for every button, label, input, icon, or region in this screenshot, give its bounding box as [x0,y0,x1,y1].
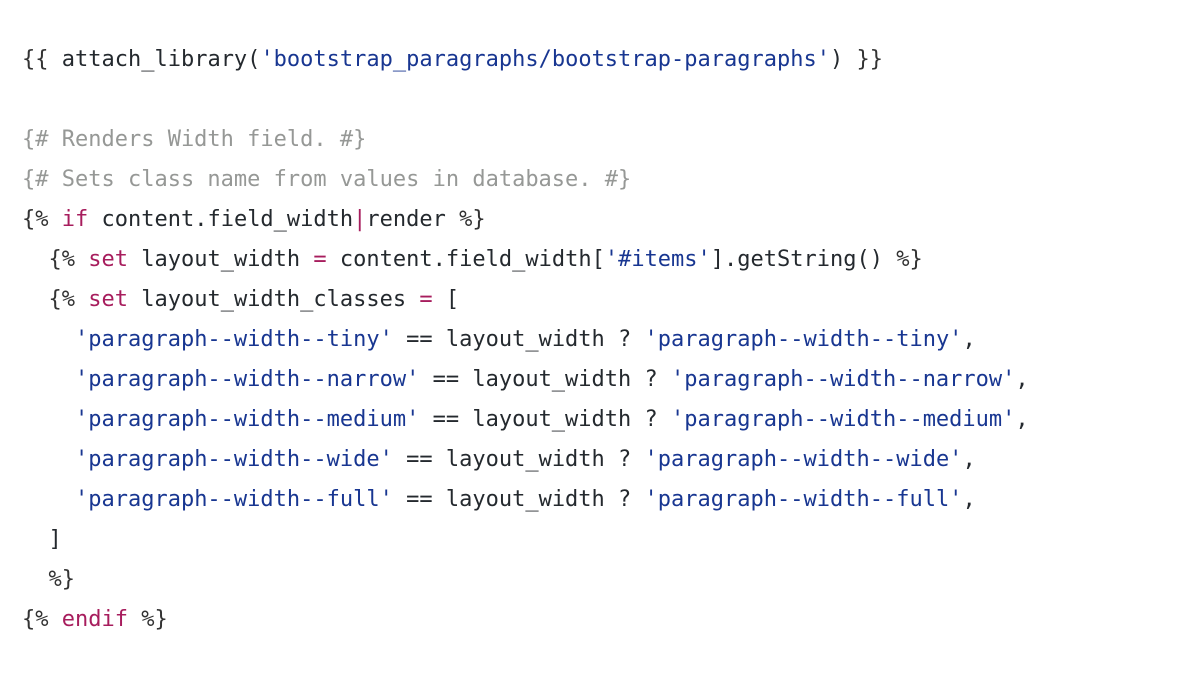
code-token-delim: {% [22,207,62,232]
code-token-plain: content.field_width[ [326,247,605,272]
code-line [22,80,1182,120]
code-token-plain: == layout_width ? [392,487,645,512]
code-line: 'paragraph--width--wide' == layout_width… [22,440,1182,480]
code-line: {% endif %} [22,600,1182,640]
code-token-plain: ) [829,47,857,72]
code-token-plain: , [962,447,976,472]
code-token-delim: %} [127,607,168,632]
code-line: {# Sets class name from values in databa… [22,160,1182,200]
code-token-keyword: endif [61,607,128,632]
code-token-keyword: set [88,287,128,312]
code-token-plain: == layout_width ? [419,407,672,432]
code-line: {% set layout_width_classes = [ [22,280,1182,320]
code-token-plain: layout_width [127,247,314,272]
code-line: 'paragraph--width--full' == layout_width… [22,480,1182,520]
code-token-string: 'paragraph--width--narrow' [74,367,420,392]
code-token-keyword: set [88,247,128,272]
code-line: 'paragraph--width--medium' == layout_wid… [22,400,1182,440]
code-token-string: 'paragraph--width--wide' [644,447,963,472]
code-token-string: 'paragraph--width--tiny' [644,327,963,352]
code-token-delim: %} [22,567,75,592]
code-token-keyword: = [419,287,433,312]
code-token-pipe: | [353,207,367,232]
code-token-plain: , [1015,367,1029,392]
code-token-delim: %} [896,247,923,272]
code-token-plain: == layout_width ? [392,327,645,352]
code-token-delim: {{ [22,47,62,72]
code-block: {{ attach_library('bootstrap_paragraphs/… [22,40,1182,640]
code-line: %} [22,560,1182,600]
code-token-string: 'paragraph--width--tiny' [74,327,393,352]
code-line: 'paragraph--width--narrow' == layout_wid… [22,360,1182,400]
code-token-plain: , [962,327,976,352]
code-token-plain [22,487,75,512]
code-token-delim: {% [22,247,89,272]
code-line: {% set layout_width = content.field_widt… [22,240,1182,280]
code-token-plain [22,327,75,352]
code-token-plain: , [1015,407,1029,432]
code-token-string: 'bootstrap_paragraphs/bootstrap-paragrap… [260,47,830,72]
code-token-string: 'paragraph--width--medium' [74,407,420,432]
code-token-plain [22,407,75,432]
code-token-delim: }} [856,47,883,72]
code-token-delim: {% [22,287,89,312]
code-token-keyword: if [61,207,89,232]
code-token-delim: {% [22,607,62,632]
code-token-plain [22,367,75,392]
code-token-string: 'paragraph--width--narrow' [671,367,1016,392]
code-token-string: '#items' [604,247,711,272]
code-token-plain: ].getString() [710,247,897,272]
code-token-plain [22,447,75,472]
code-token-plain: render [366,207,460,232]
code-token-string: 'paragraph--width--medium' [671,407,1016,432]
code-token-comment: {# Sets class name from values in databa… [22,167,632,192]
code-line: {% if content.field_width|render %} [22,200,1182,240]
code-line: {# Renders Width field. #} [22,120,1182,160]
code-line: ] [22,520,1182,560]
code-token-string: 'paragraph--width--wide' [74,447,393,472]
code-token-plain: [ [432,287,460,312]
code-token-delim: %} [459,207,486,232]
code-token-plain: == layout_width ? [392,447,645,472]
code-token-plain: , [962,487,976,512]
code-token-plain: layout_width_classes [127,287,420,312]
code-token-string: 'paragraph--width--full' [644,487,963,512]
code-token-keyword: = [313,247,327,272]
code-token-plain: == layout_width ? [419,367,672,392]
code-token-plain: attach_library( [61,47,261,72]
code-token-string: 'paragraph--width--full' [74,487,393,512]
code-token-plain: ] [22,527,62,552]
code-token-plain: content.field_width [88,207,354,232]
code-line: 'paragraph--width--tiny' == layout_width… [22,320,1182,360]
code-token-comment: {# Renders Width field. #} [22,127,367,152]
code-line: {{ attach_library('bootstrap_paragraphs/… [22,40,1182,80]
